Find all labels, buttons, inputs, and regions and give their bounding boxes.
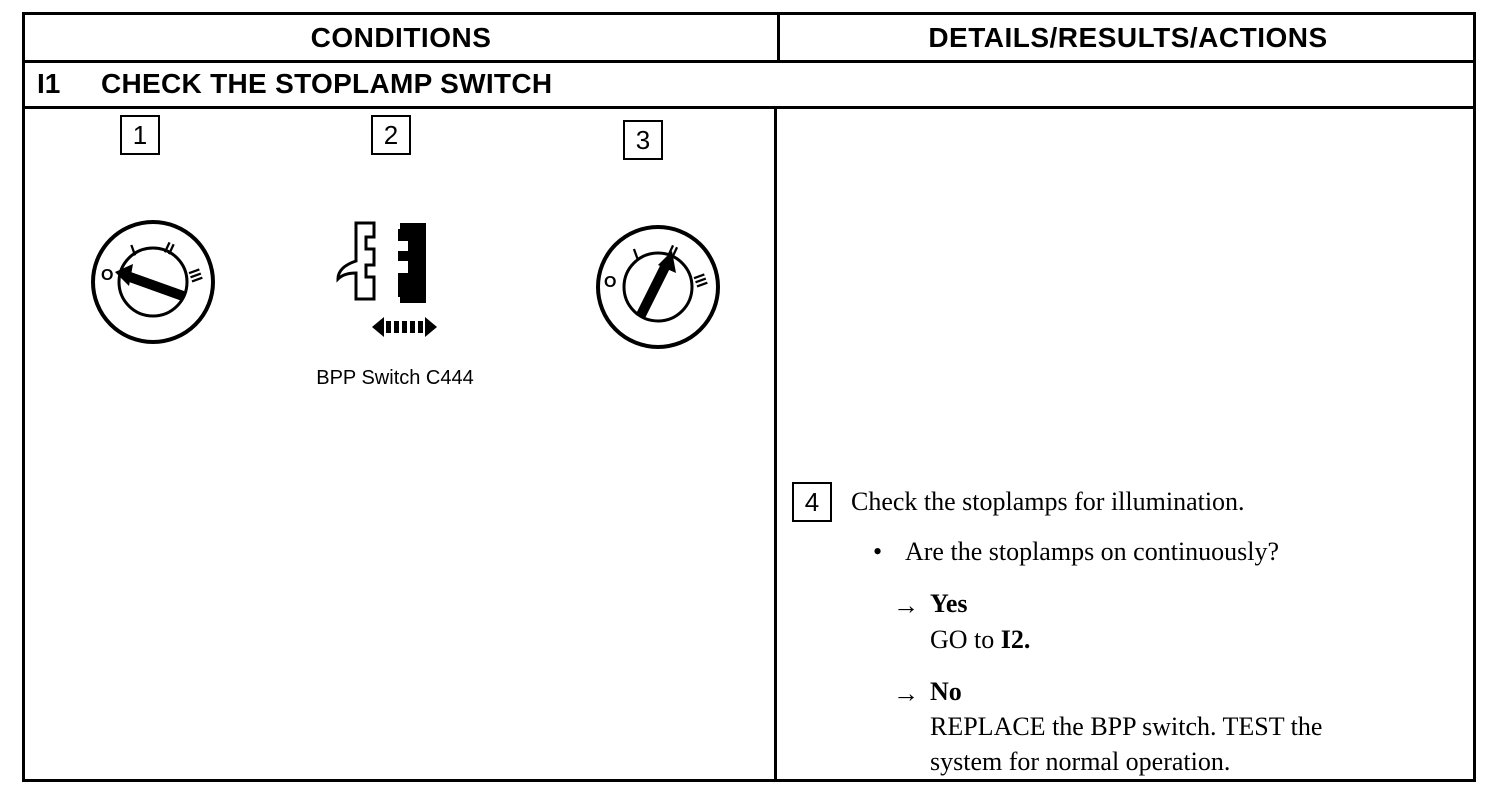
header-divider <box>777 15 780 60</box>
dial-mark-off: O <box>604 274 616 291</box>
section-title-row: I1 CHECK THE STOPLAMP SWITCH <box>25 63 1473 109</box>
step-box-4: 4 <box>792 482 832 522</box>
yes-action: GO to I2. <box>930 625 1030 655</box>
yes-label: Yes <box>930 589 968 618</box>
question-text: Are the stoplamps on continuously? <box>905 537 1280 566</box>
ignition-off-icon: O I II III <box>91 220 215 344</box>
no-label: No <box>930 677 962 706</box>
table-header-row: CONDITIONS DETAILS/RESULTS/ACTIONS <box>25 15 1473 63</box>
bpp-switch-connector-icon <box>336 221 437 337</box>
diagnostic-table: CONDITIONS DETAILS/RESULTS/ACTIONS I1 CH… <box>22 12 1476 782</box>
no-action-line2: system for normal operation. <box>930 747 1231 776</box>
no-action-line1: REPLACE the BPP switch. TEST the <box>930 712 1323 741</box>
bullet: • <box>873 537 883 566</box>
step-box-2: 2 <box>371 115 411 155</box>
column-divider <box>774 109 777 779</box>
dial-mark-1: I <box>631 246 641 263</box>
bpp-switch-caption: BPP Switch C444 <box>316 367 474 389</box>
header-details: DETAILS/RESULTS/ACTIONS <box>928 22 1328 53</box>
dial-mark-3: III <box>184 267 205 285</box>
yes-arrow: → <box>893 591 919 620</box>
dial-mark-3: III <box>689 272 710 290</box>
section-id: I1 <box>37 68 61 99</box>
yes-action-target: I2. <box>1000 625 1031 654</box>
step-box-3: 3 <box>623 120 663 160</box>
dial-mark-off: O <box>101 267 113 284</box>
step-box-1: 1 <box>120 115 160 155</box>
yes-action-prefix: GO to <box>930 625 1001 654</box>
instruction-text: Check the stoplamps for illumination. <box>851 487 1245 516</box>
dial-mark-1: I <box>129 242 139 259</box>
no-arrow: → <box>893 679 919 708</box>
section-title: CHECK THE STOPLAMP SWITCH <box>101 68 553 99</box>
header-conditions: CONDITIONS <box>310 22 492 53</box>
ignition-run-icon: O I II III <box>596 225 720 349</box>
